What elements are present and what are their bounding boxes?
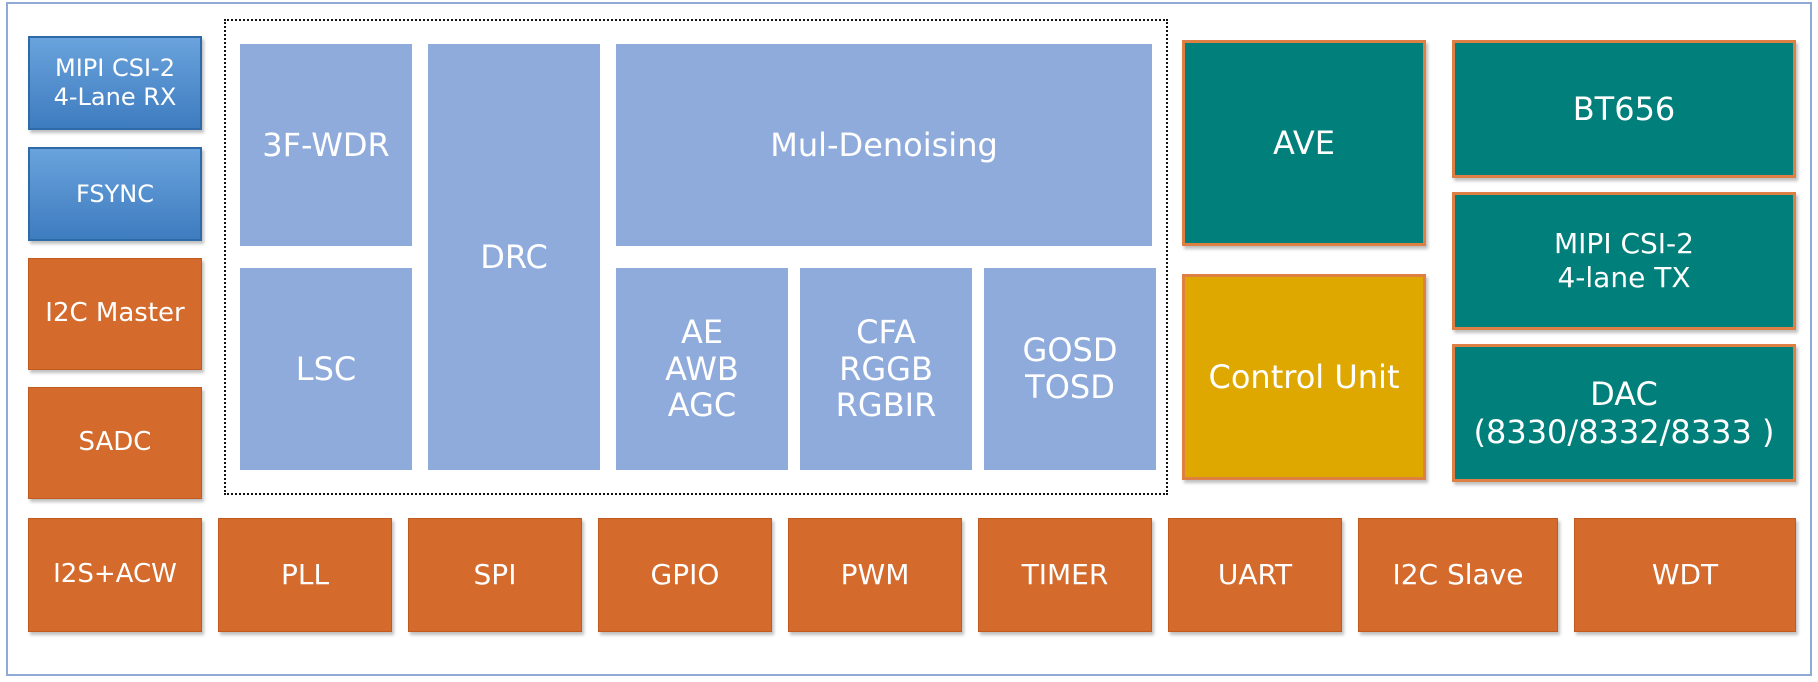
spi-block: SPI <box>408 518 582 632</box>
drc-block: DRC <box>428 44 600 470</box>
gpio-block: GPIO <box>598 518 772 632</box>
i2s-acw-block: I2S+ACW <box>28 518 202 632</box>
mul-denoising-block: Mul-Denoising <box>616 44 1152 246</box>
pwm-block: PWM <box>788 518 962 632</box>
osd-block: GOSD TOSD <box>984 268 1156 470</box>
mipi-csi2-rx-block: MIPI CSI-2 4-Lane RX <box>28 36 202 130</box>
i2c-master-block: I2C Master <box>28 258 202 370</box>
ae-awb-agc-block: AE AWB AGC <box>616 268 788 470</box>
wdr-block: 3F-WDR <box>240 44 412 246</box>
bt656-block: BT656 <box>1452 40 1796 178</box>
dac-block: DAC (8330/8332/8333 ) <box>1452 344 1796 482</box>
i2c-slave-block: I2C Slave <box>1358 518 1558 632</box>
mipi-csi2-tx-block: MIPI CSI-2 4-lane TX <box>1452 192 1796 330</box>
fsync-block: FSYNC <box>28 147 202 241</box>
cfa-block: CFA RGGB RGBIR <box>800 268 972 470</box>
isp-region <box>224 19 1168 495</box>
ave-block: AVE <box>1182 40 1426 246</box>
sadc-block: SADC <box>28 387 202 499</box>
lsc-block: LSC <box>240 268 412 470</box>
timer-block: TIMER <box>978 518 1152 632</box>
wdt-block: WDT <box>1574 518 1796 632</box>
uart-block: UART <box>1168 518 1342 632</box>
pll-block: PLL <box>218 518 392 632</box>
control-unit-block: Control Unit <box>1182 274 1426 480</box>
